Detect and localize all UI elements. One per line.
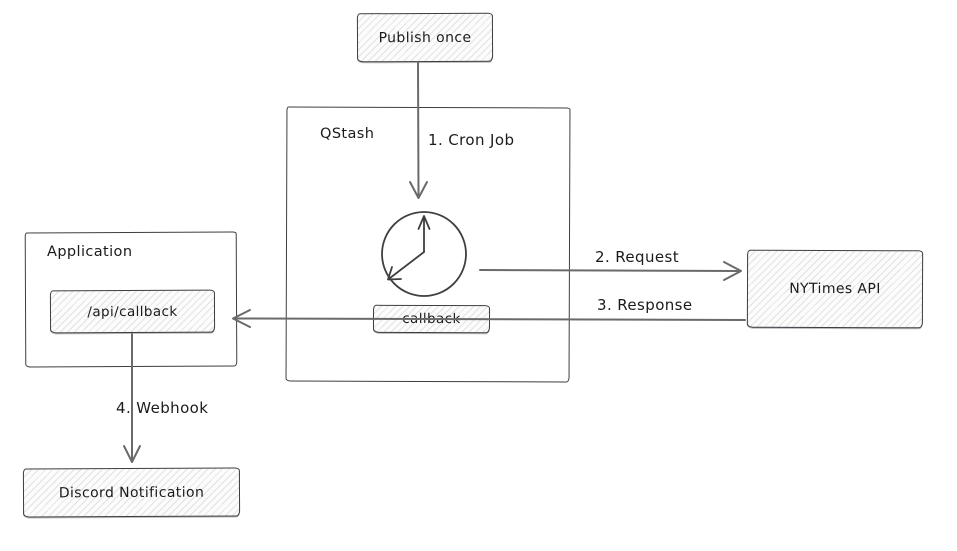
publish-once-label: Publish once (378, 29, 472, 46)
api-callback-label: /api/callback (87, 303, 178, 320)
edge-label-webhook: 4. Webhook (116, 399, 209, 417)
edge-label-response: 3. Response (597, 296, 693, 314)
node-api-callback: /api/callback (49, 289, 216, 334)
application-label: Application (47, 244, 133, 260)
node-publish-once: Publish once (356, 12, 494, 63)
node-nytimes-api: NYTimes API (746, 249, 924, 329)
node-callback: callback (372, 304, 491, 334)
callback-label: callback (402, 310, 461, 328)
qstash-label: QStash (320, 126, 375, 142)
nytimes-api-label: NYTimes API (789, 280, 881, 298)
edge-label-request: 2. Request (595, 248, 680, 266)
discord-notification-label: Discord Notification (58, 484, 205, 501)
node-discord-notification: Discord Notification (22, 467, 241, 518)
edge-label-cron-job: 1. Cron Job (428, 131, 515, 149)
